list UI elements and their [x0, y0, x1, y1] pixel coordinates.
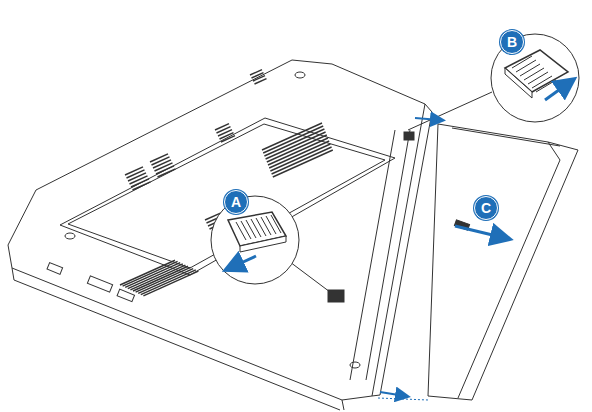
- callout-text: B: [507, 35, 517, 49]
- callout-letter: C: [474, 196, 498, 220]
- callout-text: A: [231, 195, 241, 209]
- callout-letter: A: [224, 190, 248, 214]
- callout-text: C: [481, 201, 491, 215]
- callout-letter: B: [500, 30, 524, 54]
